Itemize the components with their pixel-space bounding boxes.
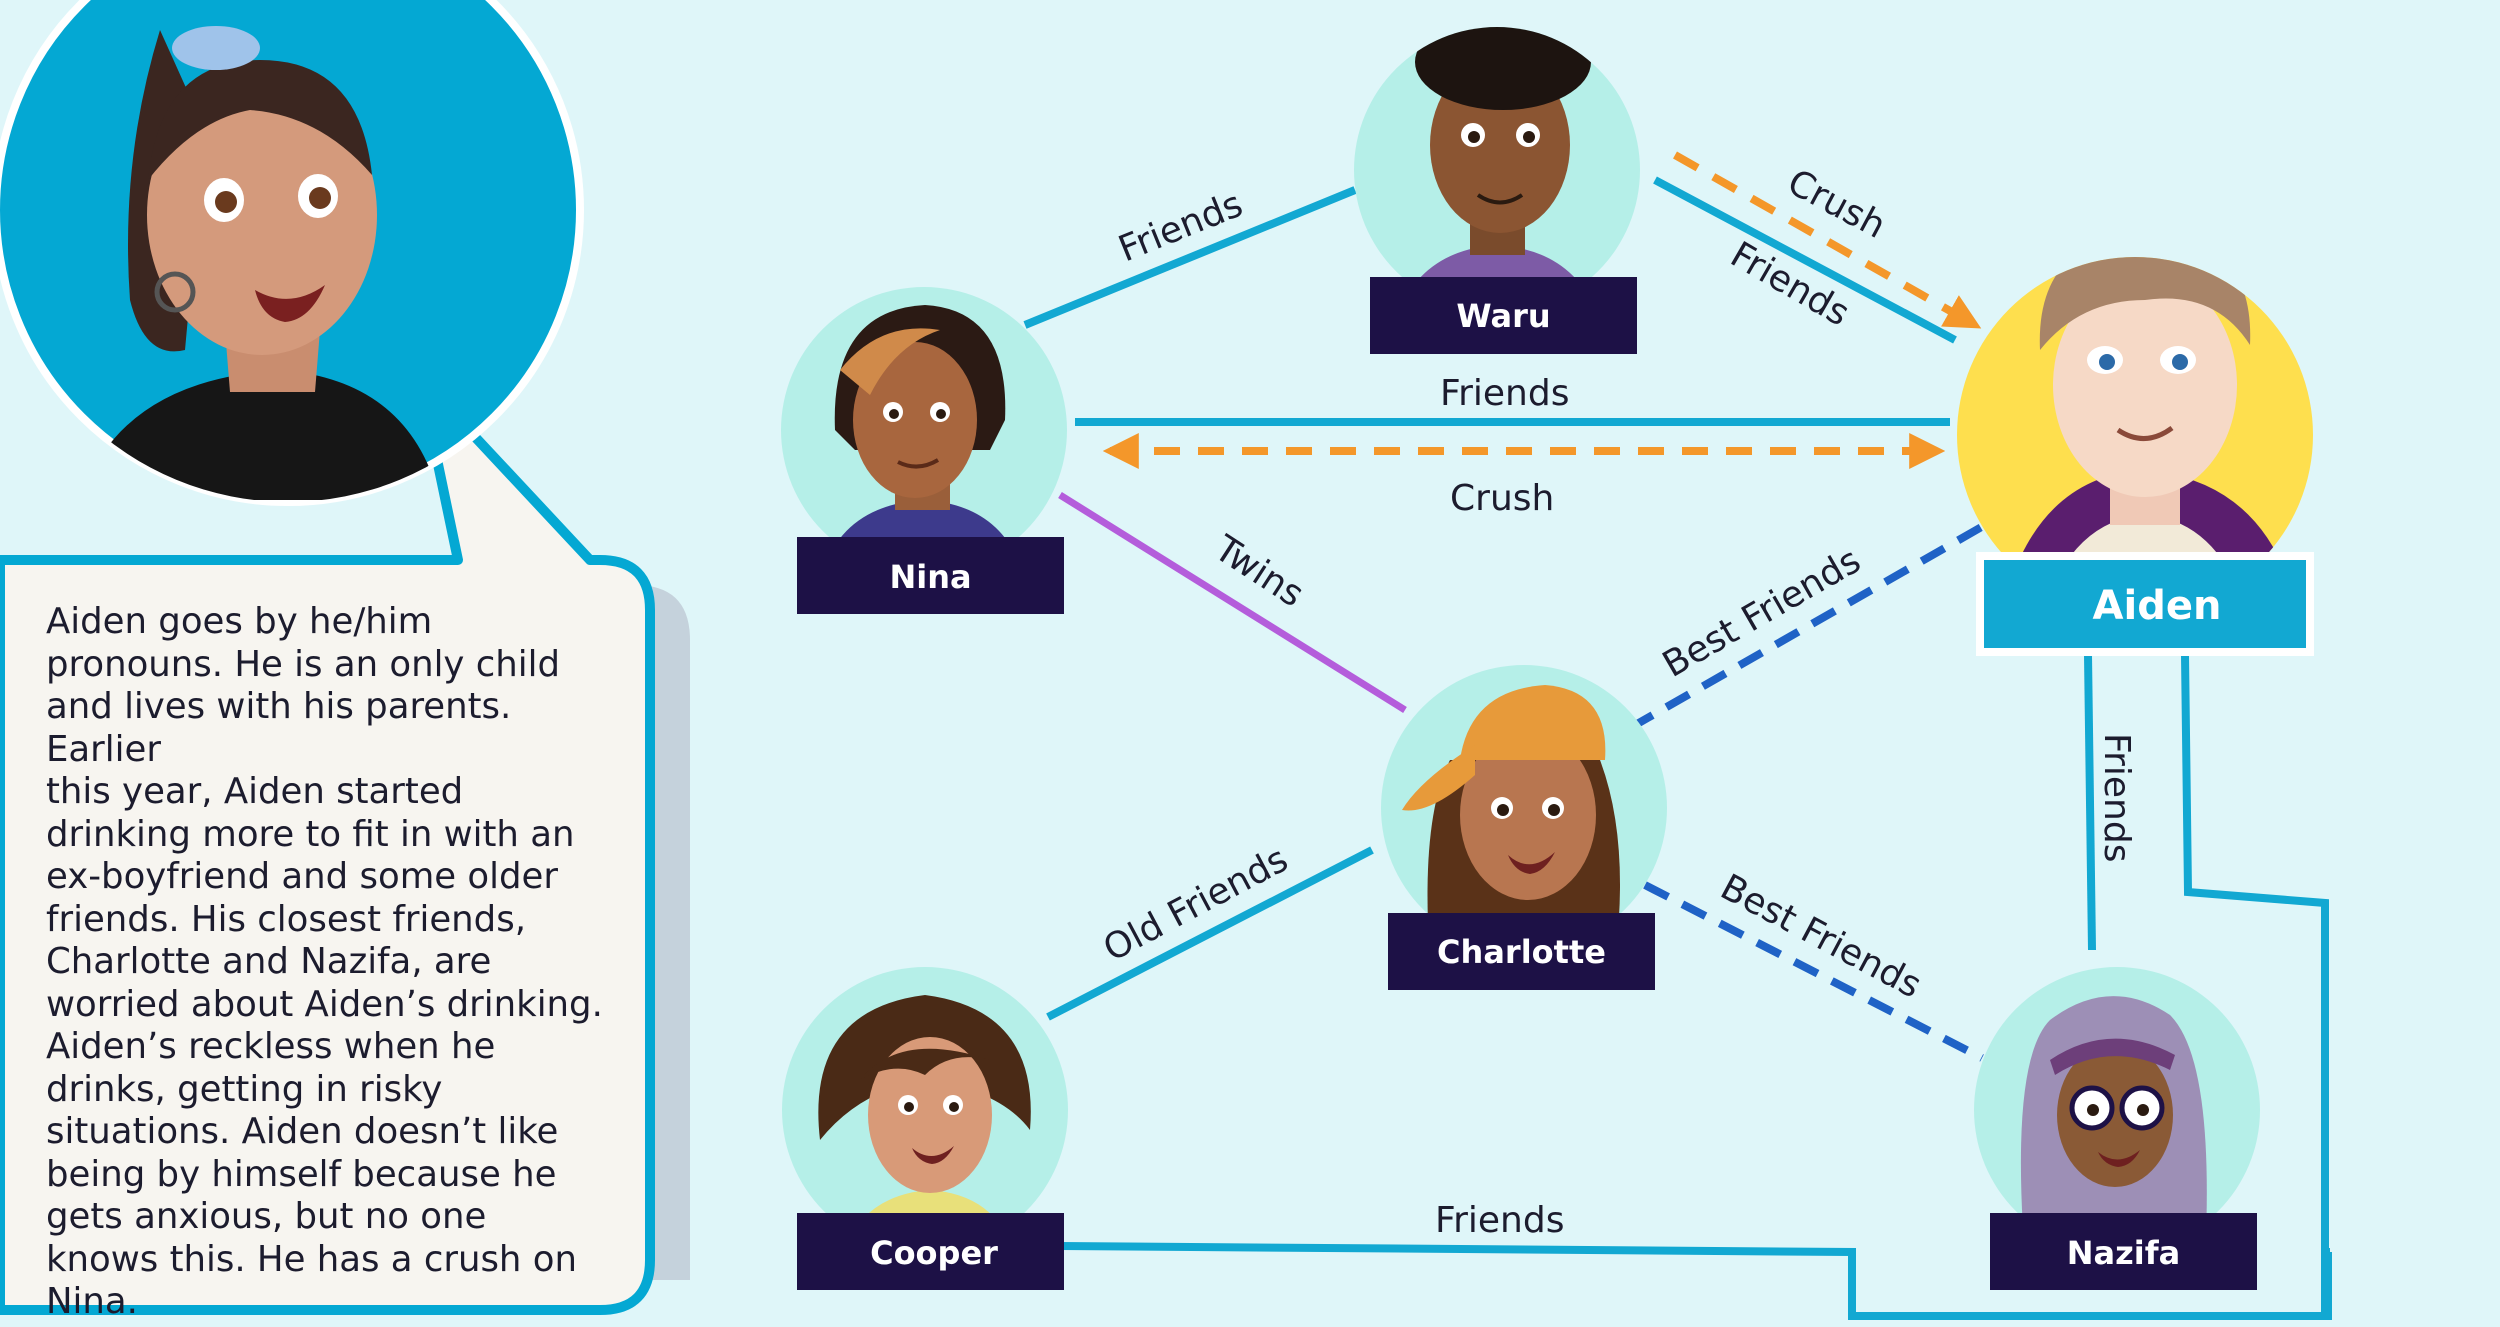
aiden-face bbox=[2053, 273, 2237, 497]
aiden-pupil-right bbox=[2172, 354, 2188, 370]
speaker-shirt bbox=[80, 370, 440, 500]
edge-nina-waru bbox=[1023, 186, 1357, 329]
nina-name: Nina bbox=[889, 558, 971, 596]
waru-pupil-left bbox=[1468, 131, 1480, 143]
nazifa-band bbox=[2050, 1038, 2175, 1075]
aiden-mouth bbox=[2116, 425, 2174, 441]
nazifa-pupil-left bbox=[2087, 1104, 2099, 1116]
bio-line: drinks, getting in risky bbox=[46, 1068, 443, 1110]
bio-line: Aiden goes by he/him bbox=[46, 601, 433, 642]
nina-face bbox=[853, 342, 977, 498]
edge-aiden-nazifa-outer bbox=[2181, 654, 2329, 1316]
bubble-body bbox=[0, 373, 655, 1315]
speaker-mouth bbox=[255, 285, 325, 322]
cooper-fringe bbox=[860, 1048, 990, 1080]
edge-waru-aiden-crush bbox=[1673, 151, 1982, 329]
charlotte-mouth bbox=[1508, 852, 1555, 874]
nazifa-pupil-right bbox=[2137, 1104, 2149, 1116]
edge-nina-charlotte bbox=[1058, 492, 1407, 713]
charlotte-pupil-left bbox=[1497, 804, 1509, 816]
speech-bubble bbox=[0, 373, 690, 1315]
edge-charlotte-aiden bbox=[1628, 521, 1987, 732]
nina-pupil-right bbox=[936, 409, 946, 419]
nina-name-box bbox=[797, 537, 1064, 614]
label-cooper-nazifa: Friends bbox=[1435, 1200, 1564, 1241]
charlotte-name: Charlotte bbox=[1437, 933, 1606, 971]
bio-line: gets anxious, but no one bbox=[46, 1196, 487, 1237]
waru-pupil-right bbox=[1523, 131, 1535, 143]
bio-line: friends. His closest friends, bbox=[46, 898, 526, 940]
cooper-name: Cooper bbox=[870, 1234, 998, 1272]
bio-line: being by himself because he bbox=[46, 1153, 557, 1195]
bio-line: situations. Aiden doesn’t like bbox=[46, 1111, 559, 1152]
nina-mouth bbox=[897, 458, 940, 469]
speaker-pupil-left bbox=[215, 191, 237, 213]
bio-line: and lives with his parents. Earlier bbox=[46, 686, 512, 770]
charlotte-pupil-right bbox=[1548, 804, 1560, 816]
bio-line: pronouns. He is an only child bbox=[46, 643, 561, 685]
aiden-name-box bbox=[1976, 552, 2314, 656]
charlotte-cap-brim bbox=[1402, 745, 1475, 811]
nazifa-mouth bbox=[2098, 1150, 2140, 1167]
cooper-face bbox=[868, 1037, 992, 1193]
cooper-mouth bbox=[912, 1146, 954, 1164]
speaker-hair-clip bbox=[172, 26, 260, 70]
bio-line: Aiden’s reckless when he bbox=[46, 1026, 496, 1067]
edge-aiden-nazifa bbox=[2084, 654, 2096, 951]
bio-line: Charlotte and Nazifa, are bbox=[46, 941, 492, 982]
node-charlotte[interactable]: Charlotte bbox=[1381, 665, 1667, 990]
label-nina-aiden-friends: Friends bbox=[1440, 373, 1569, 414]
node-nina[interactable]: Nina bbox=[781, 287, 1067, 614]
waru-hair bbox=[1415, 27, 1591, 110]
bio-line: this year, Aiden started bbox=[46, 771, 464, 812]
edge-cooper-charlotte bbox=[1046, 846, 1374, 1021]
bio-line: ex-boyfriend and some older bbox=[46, 856, 558, 897]
edge-charlotte-nazifa bbox=[1643, 881, 1984, 1062]
label-charlotte-nazifa: Best Friends bbox=[1714, 867, 1928, 1007]
label-waru-aiden-crush: Crush bbox=[1781, 162, 1892, 247]
bio-text-box: Aiden goes by he/him pronouns. He is an … bbox=[0, 555, 655, 1322]
label-aiden-nazifa: Friends bbox=[2096, 733, 2137, 862]
cooper-name-box bbox=[797, 1213, 1064, 1290]
speaker-pupil-right bbox=[309, 187, 331, 209]
cooper-pupil-left bbox=[904, 1102, 914, 1112]
bio-line: worried about Aiden’s drinking. bbox=[46, 983, 603, 1025]
bio-line: knows this. He has a crush on bbox=[46, 1238, 577, 1280]
charlotte-cap bbox=[1460, 685, 1606, 760]
aiden-name: Aiden bbox=[2093, 583, 2222, 629]
nazifa-name: Nazifa bbox=[2067, 1234, 2180, 1272]
speaker-earring bbox=[154, 271, 196, 313]
bio-line: Nina. bbox=[46, 1281, 138, 1322]
nina-pupil-left bbox=[889, 409, 899, 419]
node-waru[interactable]: Waru bbox=[1354, 14, 1640, 354]
charlotte-name-box bbox=[1388, 913, 1655, 990]
nina-highlight bbox=[840, 328, 940, 395]
nazifa-face bbox=[2057, 1043, 2173, 1187]
connections bbox=[1023, 151, 2332, 1320]
waru-name-box bbox=[1370, 277, 1637, 354]
cooper-pupil-right bbox=[949, 1102, 959, 1112]
speaker-face bbox=[147, 75, 377, 355]
speaker-portrait bbox=[0, 0, 584, 506]
waru-name: Waru bbox=[1456, 297, 1550, 335]
speaker-hair-top bbox=[148, 60, 372, 180]
label-nina-aiden-crush: Crush bbox=[1450, 478, 1554, 519]
edge-waru-aiden-friends bbox=[1653, 176, 1957, 344]
charlotte-face bbox=[1460, 730, 1596, 900]
waru-mouth bbox=[1476, 193, 1524, 205]
node-aiden[interactable]: Aiden bbox=[1957, 230, 2314, 656]
node-nazifa[interactable]: Nazifa bbox=[1974, 967, 2260, 1290]
bio-text: Aiden goes by he/him pronouns. He is an … bbox=[46, 601, 635, 1324]
label-nina-charlotte: Twins bbox=[1206, 528, 1311, 616]
node-cooper[interactable]: Cooper bbox=[782, 967, 1068, 1290]
aiden-pupil-left bbox=[2099, 354, 2115, 370]
nazifa-name-box bbox=[1990, 1213, 2257, 1290]
bio-line: drinking more to fit in with an bbox=[46, 813, 575, 855]
